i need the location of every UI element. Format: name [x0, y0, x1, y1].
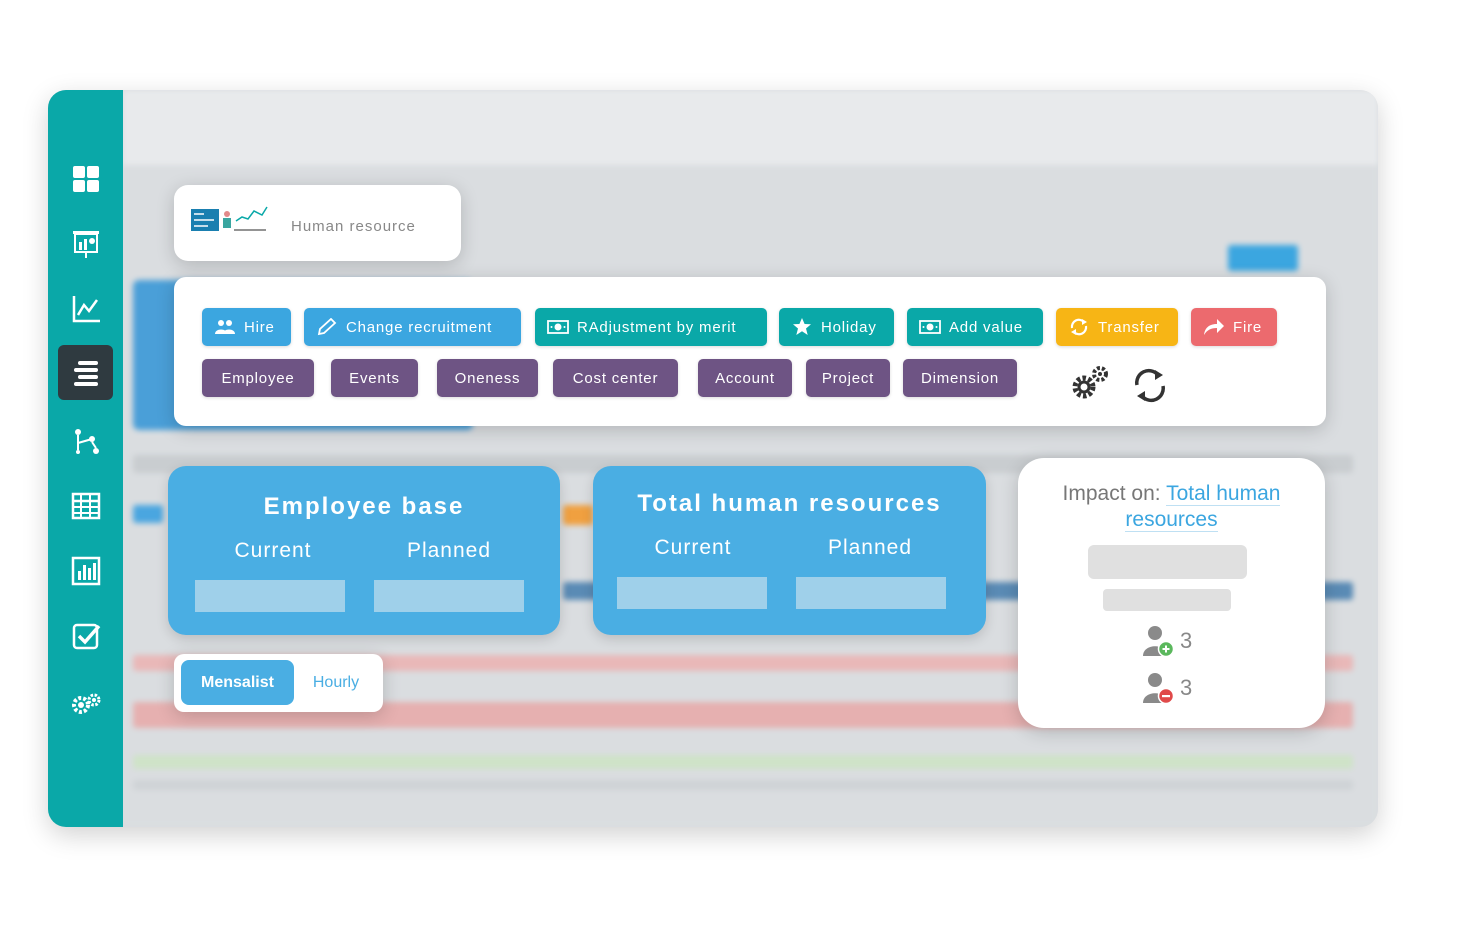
account-button[interactable]: Account [698, 359, 792, 397]
fire-button[interactable]: Fire [1191, 308, 1277, 346]
total-hr-planned-label: Planned [827, 536, 913, 559]
employee-base-planned-value [374, 580, 524, 612]
pencil-icon [316, 318, 338, 336]
money-icon [919, 318, 941, 336]
mensalist-toggle-option[interactable]: Mensalist [181, 660, 294, 705]
transfer-button[interactable]: Transfer [1056, 308, 1178, 346]
removed-users-row: 3 [1140, 670, 1192, 706]
added-users-row: 3 [1140, 623, 1192, 659]
sidebar-item-tables[interactable] [58, 478, 113, 533]
holiday-label: Holiday [821, 318, 877, 336]
added-users-count: 3 [1180, 628, 1193, 653]
total-hr-planned-value [796, 577, 946, 609]
user-add-icon [1143, 626, 1175, 658]
presentation-board-icon [72, 230, 99, 258]
table-grid-icon [71, 492, 100, 519]
cost-center-button[interactable]: Cost center [553, 359, 678, 397]
module-header-card: Human resource [174, 185, 461, 261]
settings-gears-icon [71, 693, 100, 714]
sidebar-item-flows[interactable] [58, 413, 113, 468]
impact-value-placeholder [1088, 545, 1247, 579]
sidebar-item-settings[interactable] [58, 675, 113, 730]
employee-base-planned-label: Planned [406, 539, 492, 562]
sidebar-item-reports[interactable] [58, 543, 113, 598]
total-hr-current-label: Current [654, 536, 732, 559]
adjustment-by-merit-button[interactable]: RAdjustment by merit [535, 308, 767, 346]
sidebar-item-resources[interactable] [58, 345, 113, 400]
oneness-button[interactable]: Oneness [437, 359, 538, 397]
star-icon [791, 318, 813, 336]
impact-heading: Impact on: Total human resources [1018, 481, 1325, 533]
employee-base-title: Employee base [263, 493, 465, 520]
fire-label: Fire [1233, 318, 1263, 336]
holiday-button[interactable]: Holiday [779, 308, 894, 346]
bar-report-icon [71, 556, 100, 585]
impact-prefix: Impact on: [1062, 482, 1161, 505]
user-remove-icon [1143, 673, 1175, 705]
people-icon [214, 318, 236, 336]
refresh-icon [1068, 318, 1090, 336]
line-chart-icon [72, 295, 100, 322]
contract-type-toggle: Mensalist Hourly [174, 654, 383, 712]
employee-base-card: Employee base Current Planned [168, 466, 560, 635]
transfer-label: Transfer [1098, 318, 1160, 336]
add-value-button[interactable]: Add value [907, 308, 1043, 346]
page-title: Human resource [291, 218, 416, 235]
removed-users-count: 3 [1180, 675, 1193, 700]
dimension-button[interactable]: Dimension [903, 359, 1017, 397]
add-value-label: Add value [949, 318, 1023, 336]
sidebar-item-presentation[interactable] [58, 216, 113, 271]
hire-label: Hire [244, 318, 275, 336]
total-hr-title: Total human resources [637, 490, 942, 517]
dashboard-grid-icon [72, 165, 99, 192]
share-arrow-icon [1203, 318, 1225, 336]
list-layers-icon [73, 360, 98, 386]
hourly-toggle-option[interactable]: Hourly [312, 673, 360, 691]
refresh-icon[interactable] [1130, 365, 1170, 405]
total-hr-current-value [617, 577, 767, 609]
settings-gears-icon[interactable] [1070, 363, 1110, 403]
employee-base-current-value [195, 580, 345, 612]
blurred-toolbar [123, 90, 1378, 165]
sidebar [48, 90, 123, 827]
total-hr-card: Total human resources Current Planned [593, 466, 986, 635]
project-button[interactable]: Project [806, 359, 890, 397]
sidebar-item-analytics[interactable] [58, 281, 113, 336]
hr-module-logo-icon [191, 206, 268, 231]
sidebar-item-dashboard[interactable] [58, 151, 113, 206]
employee-base-current-label: Current [234, 539, 312, 562]
flow-diagram-icon [74, 428, 99, 454]
actions-panel: Hire Change recruitment RAdjustment by m… [174, 277, 1326, 426]
adjustment-by-merit-label: RAdjustment by merit [577, 318, 737, 336]
checkbox-icon [72, 623, 100, 649]
hire-button[interactable]: Hire [202, 308, 291, 346]
sidebar-item-tasks[interactable] [58, 608, 113, 663]
change-recruitment-button[interactable]: Change recruitment [304, 308, 521, 346]
change-recruitment-label: Change recruitment [346, 318, 493, 336]
events-button[interactable]: Events [331, 359, 418, 397]
impact-subvalue-placeholder [1103, 589, 1231, 611]
employee-button[interactable]: Employee [202, 359, 314, 397]
impact-link[interactable]: Total human resources [1125, 482, 1281, 532]
impact-card: Impact on: Total human resources 3 3 [1018, 458, 1325, 728]
money-icon [547, 318, 569, 336]
